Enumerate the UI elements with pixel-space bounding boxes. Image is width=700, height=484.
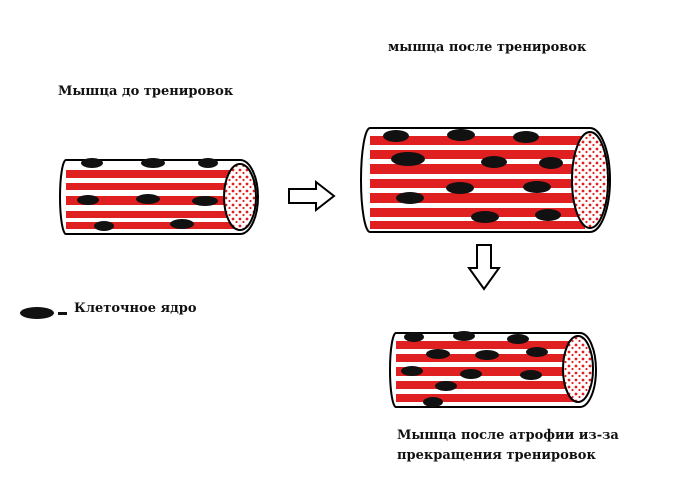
- nuclei-after: [383, 129, 563, 223]
- arrow-down-icon: [467, 244, 501, 291]
- label-after: мышца после тренировок: [388, 40, 587, 55]
- nuclei-atrophy: [401, 331, 548, 407]
- label-before: Мышца до тренировок: [58, 84, 234, 99]
- label-atrophy-line2: прекращения тренировок: [397, 448, 596, 463]
- label-atrophy: Мышца после атрофии из-за прекращения тр…: [397, 426, 619, 466]
- arrow-right-icon: [288, 179, 336, 213]
- muscle-before: [59, 158, 259, 235]
- nuclei-before: [77, 158, 218, 231]
- legend-nucleus-icon: [20, 307, 67, 319]
- muscle-atrophy: [389, 331, 597, 408]
- label-atrophy-line1: Мышца после атрофии из-за: [397, 428, 619, 443]
- legend-label: Клеточное ядро: [74, 301, 197, 316]
- muscle-after: [360, 127, 611, 233]
